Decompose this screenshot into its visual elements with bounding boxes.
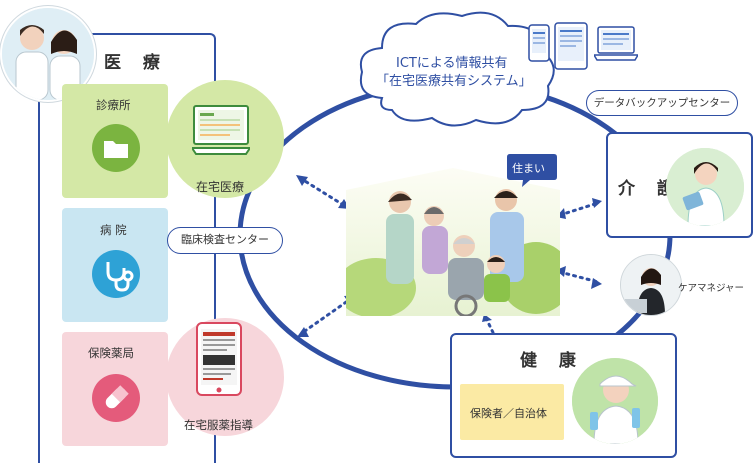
- insurer-panel: [460, 384, 564, 440]
- tablet-icon: [554, 22, 588, 70]
- cloud-line-1: ICTによる情報共有: [396, 56, 508, 71]
- stethoscope-icon: [92, 250, 140, 298]
- cloud-line-2: 「在宅医療共有システム」: [376, 74, 532, 89]
- capsule-icon: [92, 374, 140, 422]
- laptop-icon: [190, 104, 252, 162]
- runner-photo: [572, 358, 658, 444]
- health-title: 健 康: [520, 351, 584, 371]
- home-pharma-label: 在宅服薬指導: [184, 418, 253, 432]
- pharmacy-label: 保険薬局: [88, 346, 134, 360]
- insurer-label: 保険者／自治体: [470, 407, 547, 420]
- connector-pharma: [300, 296, 354, 335]
- care-manager-label: ケアマネジャー: [678, 283, 745, 294]
- clinic-label: 診療所: [96, 98, 131, 112]
- smartphone-icon: [528, 24, 550, 62]
- hospital-label: 病 院: [100, 223, 127, 237]
- backup-center-badge: データバックアップセンター: [586, 90, 738, 116]
- medical-title: 医 療: [104, 53, 168, 73]
- lab-center-badge: 臨床検査センター: [167, 227, 283, 254]
- caregiver-photo: [666, 148, 744, 226]
- care-manager-photo: [620, 254, 682, 316]
- family-home-photo: [336, 168, 572, 318]
- folder-icon: [92, 124, 140, 172]
- home-care-label: 在宅医療: [196, 180, 245, 194]
- connector-kaigo: [558, 201, 600, 217]
- laptop-device-icon: [592, 26, 640, 62]
- arrowhead: [296, 175, 308, 186]
- care-title: 介 護: [618, 179, 682, 199]
- home-bubble-label: 住まい: [512, 162, 545, 175]
- tablet-device-icon: [196, 322, 242, 396]
- connector-care-manager: [558, 270, 600, 284]
- speech-bubble: [506, 152, 558, 188]
- connector-home-care: [298, 176, 347, 208]
